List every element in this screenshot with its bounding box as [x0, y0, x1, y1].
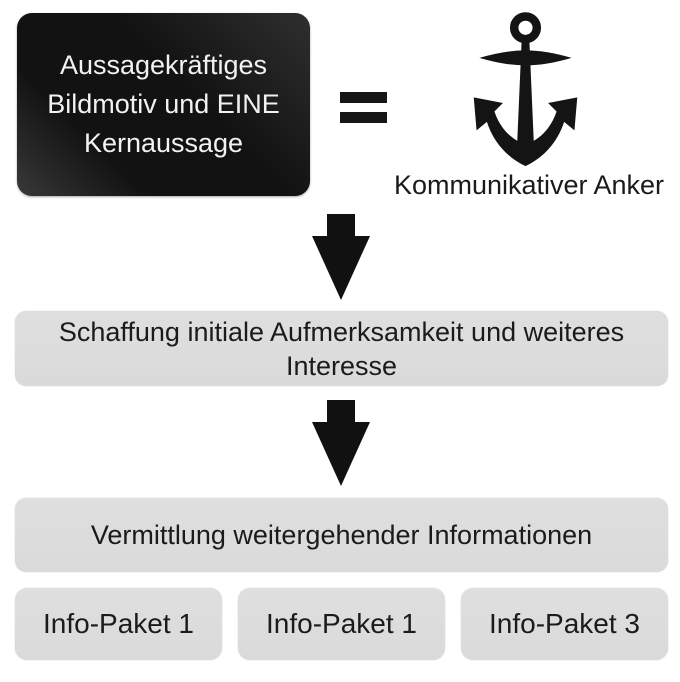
info-packet-2: Info-Paket 1 — [238, 588, 445, 660]
flow-step-attention: Schaffung initiale Aufmerksamkeit und we… — [15, 311, 668, 386]
key-visual-line: Aussagekräftiges — [59, 50, 268, 80]
down-arrow-icon — [312, 400, 370, 486]
info-packet-3: Info-Paket 3 — [461, 588, 668, 660]
equals-bar-bottom — [340, 112, 387, 123]
info-packet-row: Info-Paket 1 Info-Paket 1 Info-Paket 3 — [15, 588, 668, 660]
equals-sign — [340, 92, 387, 123]
anchor-caption: Kommunikativer Anker — [393, 170, 665, 200]
info-packet-1: Info-Paket 1 — [15, 588, 222, 660]
flow-step-information-line: Vermittlung weitergehender Informationen — [90, 520, 593, 550]
down-arrow-icon — [312, 214, 370, 300]
info-packet-1-label: Info-Paket 1 — [43, 608, 194, 639]
flow-step-attention-line: Interesse — [285, 350, 398, 381]
anchor-icon — [468, 8, 583, 168]
key-visual-box: Aussagekräftiges Bildmotiv und EINE Kern… — [17, 13, 310, 196]
key-visual-line: Bildmotiv und EINE — [47, 89, 280, 119]
info-packet-3-label: Info-Paket 3 — [489, 608, 640, 639]
equals-bar-top — [340, 92, 387, 103]
key-visual-line: Kernaussage — [83, 128, 244, 158]
flow-step-information: Vermittlung weitergehender Informationen — [15, 498, 668, 572]
flow-step-attention-line: Schaffung initiale Aufmerksamkeit und we… — [58, 316, 625, 347]
info-packet-2-label: Info-Paket 1 — [266, 608, 417, 639]
